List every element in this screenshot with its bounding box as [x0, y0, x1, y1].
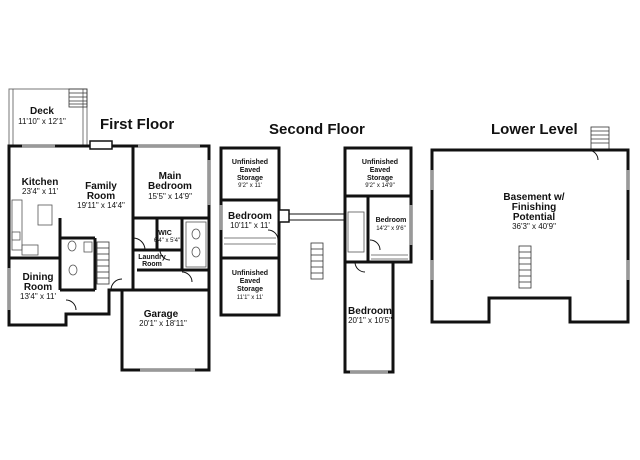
storage-top-left-dimensions: 9'2" x 11' — [238, 183, 262, 189]
storage-bottom-left-dimensions: 11'1" x 11' — [237, 295, 264, 301]
basement-label-line2: Finishing — [512, 202, 556, 213]
family-room-label-line1: Family — [85, 181, 117, 192]
kitchen-label: Kitchen — [22, 177, 59, 188]
bedroom-bottom-dimensions: 20'1" x 10'5" — [348, 316, 392, 325]
family-room-label-line2: Room — [87, 191, 115, 202]
storage-top-left-label-line1: Unfinished — [232, 159, 268, 166]
kitchen-counters — [11, 199, 53, 256]
family-room-dimensions: 19'11" x 14'4" — [77, 201, 125, 210]
storage-top-left-label-line3: Storage — [237, 175, 263, 182]
first-floor-stairs — [96, 241, 110, 285]
main-bedroom-label-line1: Main — [159, 171, 182, 182]
first-floor-windows — [7, 144, 211, 372]
first-floor-doors — [65, 237, 193, 311]
garage-label: Garage — [144, 309, 179, 320]
bedroom-left-dimensions: 10'11" x 11' — [230, 221, 270, 230]
second-floor-stairs — [310, 242, 324, 280]
garage-dimensions: 20'1" x 18'11" — [139, 319, 187, 328]
deck-dimensions: 11'10" x 12'1" — [18, 117, 66, 126]
storage-bottom-left-label-line2: Eaved — [240, 278, 261, 285]
storage-bottom-left-label-line1: Unfinished — [232, 270, 268, 277]
storage-bottom-left-label-line3: Storage — [237, 286, 263, 293]
first-floor-outer-walls — [7, 144, 211, 372]
second-floor-left-wing-walls — [219, 146, 281, 317]
deck-stairs — [68, 88, 88, 108]
second-floor-doors — [267, 229, 381, 273]
second-floor-hallway — [278, 209, 345, 223]
dining-room-label-line1: Dining — [22, 272, 53, 283]
first-floor-title: First Floor — [100, 116, 174, 133]
storage-top-right-label-line3: Storage — [367, 175, 393, 182]
lower-level-title: Lower Level — [491, 121, 578, 138]
storage-top-right-dimensions: 9'2" x 14'9" — [365, 183, 395, 189]
lower-level-plan: Lower Level Basement w/ Fini — [430, 121, 630, 324]
wic-label: WIC — [158, 230, 172, 237]
deck-label: Deck — [30, 106, 54, 117]
wic-dimensions: 6'4" x 5'4" — [154, 238, 180, 244]
main-bedroom-label-line2: Bedroom — [148, 181, 192, 192]
deck-outline — [8, 88, 88, 146]
second-floor-plan: Second Floor — [219, 121, 413, 374]
lower-level-interior-stairs — [518, 245, 532, 289]
main-bath-fixtures — [185, 221, 207, 268]
bedroom-left-label: Bedroom — [228, 211, 272, 222]
bedroom-right-dimensions: 14'2" x 9'6" — [376, 226, 406, 232]
laundry-room-label-line2: Room — [142, 261, 162, 268]
second-floor-closets — [224, 211, 408, 260]
first-floor-interior-walls — [9, 146, 209, 292]
lower-level-exterior-stairs — [587, 126, 610, 161]
kitchen-dimensions: 23'4" x 11' — [22, 187, 58, 196]
basement-label-line3: Potential — [513, 212, 555, 223]
basement-dimensions: 36'3" x 40'9" — [512, 222, 556, 231]
laundry-room-label-line1: Laundry — [138, 254, 166, 261]
lower-level-windows — [430, 170, 630, 280]
deck: Deck 11'10" x 12'1" — [8, 88, 88, 146]
main-bedroom-dimensions: 15'5" x 14'9" — [148, 192, 192, 201]
storage-top-right-label-line1: Unfinished — [362, 159, 398, 166]
dining-room-dimensions: 13'4" x 11' — [20, 292, 56, 301]
fireplace — [89, 140, 113, 150]
second-floor-windows — [219, 205, 413, 374]
bedroom-right-label: Bedroom — [376, 217, 407, 224]
first-floor-plan: First Floor Deck 11'10" x 12'1" — [7, 88, 211, 372]
storage-top-left-label-line2: Eaved — [240, 167, 261, 174]
storage-top-right-label-line2: Eaved — [370, 167, 391, 174]
lower-level-outer-walls — [430, 148, 630, 324]
bedroom-bottom-label: Bedroom — [348, 306, 392, 317]
dining-room-label-line2: Room — [24, 282, 52, 293]
second-floor-title: Second Floor — [269, 121, 365, 138]
basement-label-line1: Basement w/ — [503, 192, 564, 203]
half-bath-fixtures — [67, 240, 93, 276]
